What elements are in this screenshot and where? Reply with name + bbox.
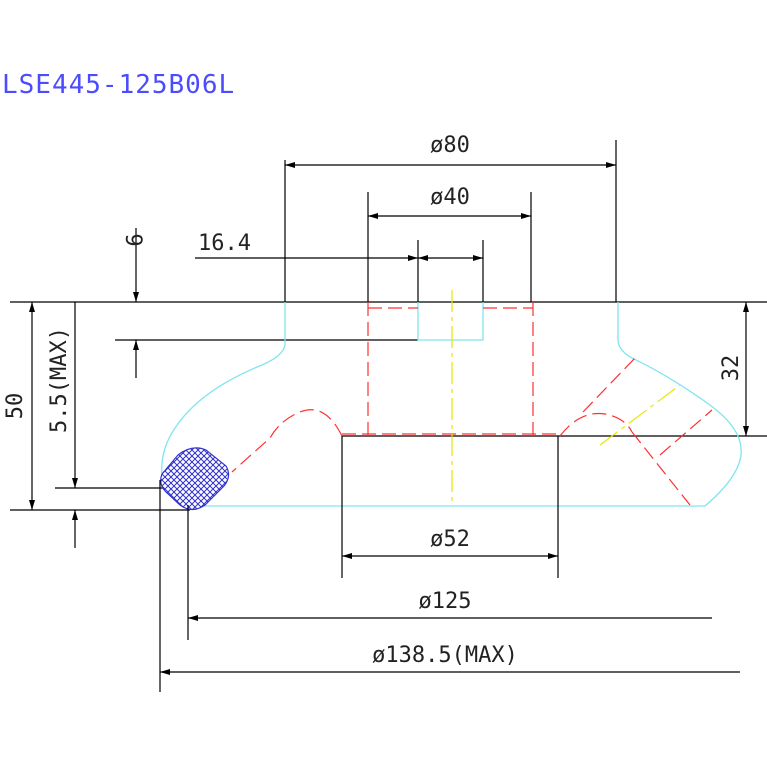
dim-height-32: 32 <box>719 355 744 382</box>
reference-lines <box>10 301 767 511</box>
dim-diameter-138-5-max: ø138.5(MAX) <box>372 643 518 668</box>
dim-diameter-52: ø52 <box>430 527 470 552</box>
dim-height-5-5-max: 5.5(MAX) <box>47 327 72 433</box>
hidden-lines <box>231 302 713 506</box>
dim-height-9: 9 <box>120 233 145 246</box>
seal-section <box>160 447 230 511</box>
dimension-lines <box>29 162 749 675</box>
dim-width-16-4: 16.4 <box>198 231 251 256</box>
part-profile <box>161 302 742 507</box>
dim-diameter-80: ø80 <box>430 133 470 158</box>
dim-diameter-40: ø40 <box>430 185 470 210</box>
dim-diameter-125: ø125 <box>419 589 472 614</box>
extension-lines <box>159 140 617 692</box>
center-lines <box>451 290 681 505</box>
dim-height-50: 50 <box>3 393 28 420</box>
dimension-labels: ø80 ø40 16.4 ø52 ø125 ø138.5(MAX) 9 50 5… <box>3 133 744 668</box>
drawing-title: LSE445-125B06L <box>2 70 236 100</box>
